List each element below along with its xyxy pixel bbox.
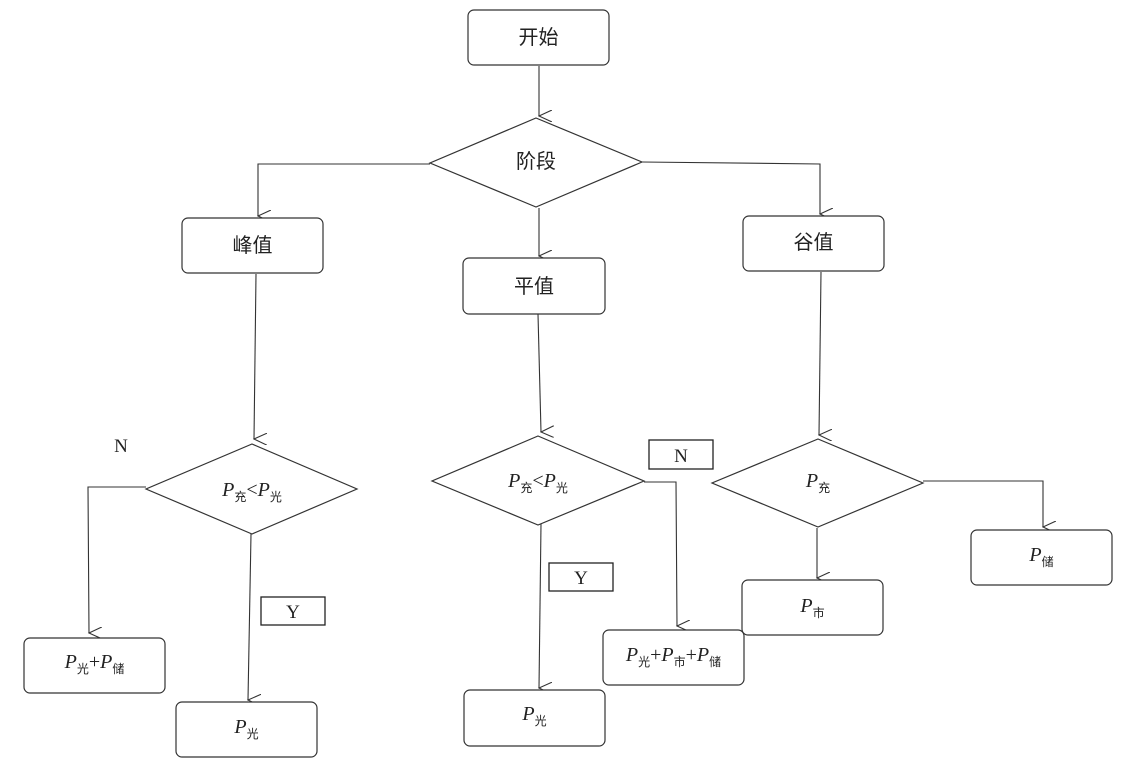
peak-box xyxy=(181,217,324,274)
start-label: 开始 xyxy=(519,25,559,49)
flat-yes-tag: Y xyxy=(548,562,614,592)
flat-no-tag: N xyxy=(648,439,714,470)
peak-yes-output-box xyxy=(175,701,318,758)
flat-yes-output: P光 xyxy=(463,689,606,747)
flat-condition-diamond xyxy=(430,435,646,526)
valley-down-output-box xyxy=(741,579,884,636)
start-node: 开始 xyxy=(467,9,610,66)
peak-no-output: P光+P储 xyxy=(23,637,166,694)
arrow-peak-yes xyxy=(248,533,251,700)
flat-condition-label: P充<P光 xyxy=(507,470,568,495)
peak-yes-label: Y xyxy=(286,602,300,623)
arrow-flat-no xyxy=(644,481,677,626)
valley-box xyxy=(742,215,885,272)
valley-label: 谷值 xyxy=(794,230,834,254)
valley-condition-label: P充 xyxy=(805,470,830,495)
flat-yes-label: Y xyxy=(574,568,588,589)
valley-right-output-box xyxy=(970,529,1113,586)
flat-node: 平值 xyxy=(462,257,606,315)
flat-label: 平值 xyxy=(514,274,554,298)
valley-down-output: P市 xyxy=(741,579,884,636)
flat-no-tag-box xyxy=(648,439,714,470)
peak-no-label: N xyxy=(114,436,128,457)
valley-right-output-label: P储 xyxy=(1028,544,1053,569)
flat-yes-output-box xyxy=(463,689,606,747)
stage-label: 阶段 xyxy=(516,149,556,173)
peak-no-output-box xyxy=(23,637,166,694)
flat-box xyxy=(462,257,606,315)
valley-condition: P充 xyxy=(710,438,925,528)
arrow-stage-to-peak xyxy=(258,163,430,216)
connectors xyxy=(87,66,1043,700)
flat-yes-output-label: P光 xyxy=(521,703,546,728)
peak-yes-output: P光 xyxy=(175,701,318,758)
flat-no-output-box xyxy=(602,629,745,686)
peak-node: 峰值 xyxy=(181,217,324,274)
valley-right-output: P储 xyxy=(970,529,1113,586)
valley-node: 谷值 xyxy=(742,215,885,272)
peak-yes-output-label: P光 xyxy=(233,716,258,741)
arrow-flat-yes xyxy=(539,523,541,688)
peak-label: 峰值 xyxy=(233,233,273,257)
arrow-flat-to-condition xyxy=(537,313,541,432)
peak-condition-label: P充<P光 xyxy=(221,479,282,504)
valley-down-output-label: P市 xyxy=(799,595,824,620)
start-box xyxy=(467,9,610,66)
peak-yes-tag-box xyxy=(260,596,326,626)
peak-no-output-label: P光+P储 xyxy=(64,651,125,676)
stage-node: 阶段 xyxy=(428,117,644,208)
peak-yes-tag: Y xyxy=(260,596,326,626)
arrow-peak-to-condition xyxy=(254,273,256,439)
flat-no-output-label: P光+P市+P储 xyxy=(625,644,721,669)
flat-yes-tag-box xyxy=(548,562,614,592)
flat-no-output: P光+P市+P储 xyxy=(602,629,745,686)
arrow-stage-to-valley xyxy=(641,161,820,214)
stage-diamond xyxy=(428,117,644,208)
flat-condition: P充<P光 xyxy=(430,435,646,526)
flat-no-label: N xyxy=(674,446,688,467)
arrow-valley-right xyxy=(923,480,1043,527)
peak-condition: P充<P光 xyxy=(144,443,359,535)
valley-condition-diamond xyxy=(710,438,925,528)
peak-condition-diamond xyxy=(144,443,359,535)
arrow-peak-no xyxy=(87,486,146,633)
arrow-valley-to-condition xyxy=(819,271,821,435)
